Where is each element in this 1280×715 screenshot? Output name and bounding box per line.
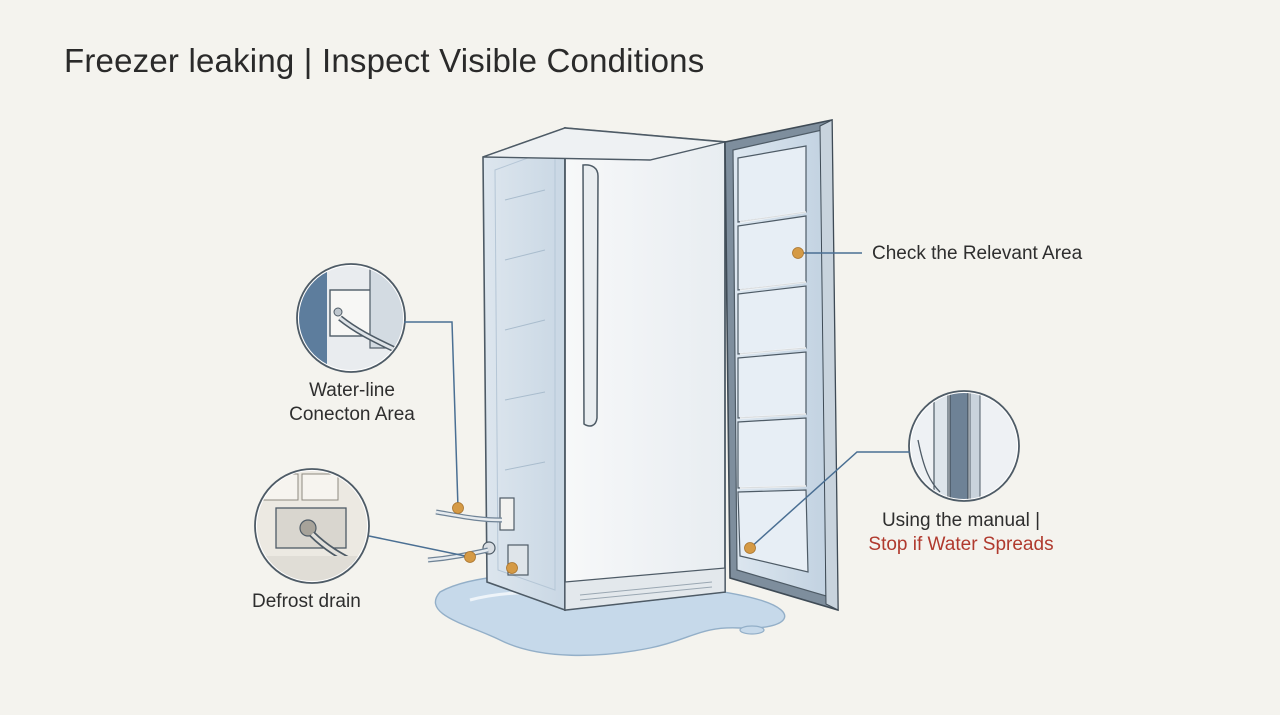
marker-defrost xyxy=(464,551,476,563)
manual-label-line1: Using the manual | xyxy=(881,510,1041,531)
waterline-callout-label: Water-line Conecton Area xyxy=(284,379,420,427)
manual-callout-label: Using the manual | Stop if Water Spreads xyxy=(858,509,1064,557)
gasket-detail-circle xyxy=(908,390,1020,502)
marker-port xyxy=(506,562,518,574)
defrost-callout-label: Defrost drain xyxy=(252,591,361,612)
waterline-label-line2: Conecton Area xyxy=(289,404,415,425)
marker-dots xyxy=(452,247,804,574)
freezer-body xyxy=(427,126,726,612)
waterline-detail-circle xyxy=(296,263,406,373)
relevant-area-callout-label: Check the Relevant Area xyxy=(872,243,1083,264)
marker-gasket xyxy=(744,542,756,554)
warning-text: Stop if Water Spreads xyxy=(868,534,1054,555)
marker-waterline xyxy=(452,502,464,514)
freezer-door xyxy=(724,119,839,612)
page-title: Freezer leaking | Inspect Visible Condit… xyxy=(64,42,705,79)
waterline-label-line1: Water-line xyxy=(309,380,395,401)
defrost-detail-circle xyxy=(254,468,370,584)
leader-lines xyxy=(368,252,910,558)
marker-relevant xyxy=(792,247,804,259)
